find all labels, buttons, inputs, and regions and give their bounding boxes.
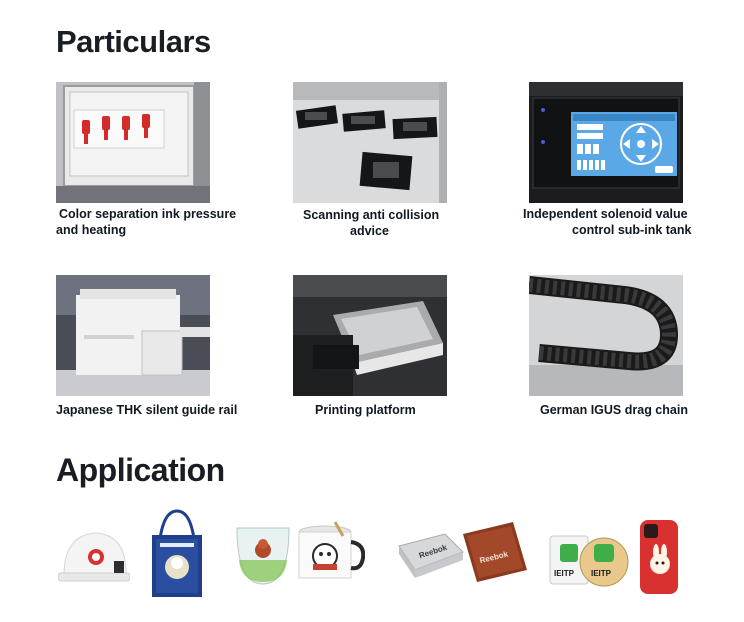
- caption-solenoid-2: control sub-ink tank: [572, 223, 692, 237]
- particulars-heading: Particulars: [56, 24, 211, 59]
- phone-case-image: [638, 518, 680, 601]
- ink-valve-panel-photo: [56, 82, 210, 203]
- caption-solenoid: Independent solenoid value: [523, 207, 688, 221]
- drag-chain-photo: [529, 275, 683, 396]
- badge-2-text: IEITP: [591, 569, 612, 578]
- tin-box-image: Reebok: [393, 530, 465, 585]
- scanning-sensors-photo: [293, 82, 447, 203]
- caption-guide-rail: Japanese THK silent guide rail: [56, 403, 238, 417]
- caption-platform: Printing platform: [315, 403, 416, 417]
- caption-scanning: Scanning anti collision: [303, 208, 440, 222]
- caption-drag-chain: German IGUS drag chain: [540, 403, 688, 417]
- caption-line: Color separation ink pressure: [59, 207, 237, 221]
- badge-square-image: IEITP: [548, 534, 590, 591]
- badge-round-image: IEITP: [578, 536, 630, 593]
- badge-1-text: IEITP: [554, 569, 575, 578]
- touch-control-panel-photo: [529, 82, 683, 203]
- tote-bag-image: [148, 509, 206, 604]
- printing-platform-photo: [293, 275, 447, 396]
- mug-image: [295, 518, 366, 593]
- printer-machine-photo: [56, 275, 210, 396]
- caption-ink-pressure-2: and heating: [56, 223, 127, 237]
- wallet-image: Reebok: [459, 520, 529, 589]
- caption-ink-pressure: Color separation ink pressure: [59, 206, 236, 222]
- application-heading: Application: [56, 452, 225, 488]
- glass-cup-image: [233, 524, 293, 593]
- caption-scanning-2: advice: [350, 224, 389, 238]
- helmet-image: [57, 525, 131, 596]
